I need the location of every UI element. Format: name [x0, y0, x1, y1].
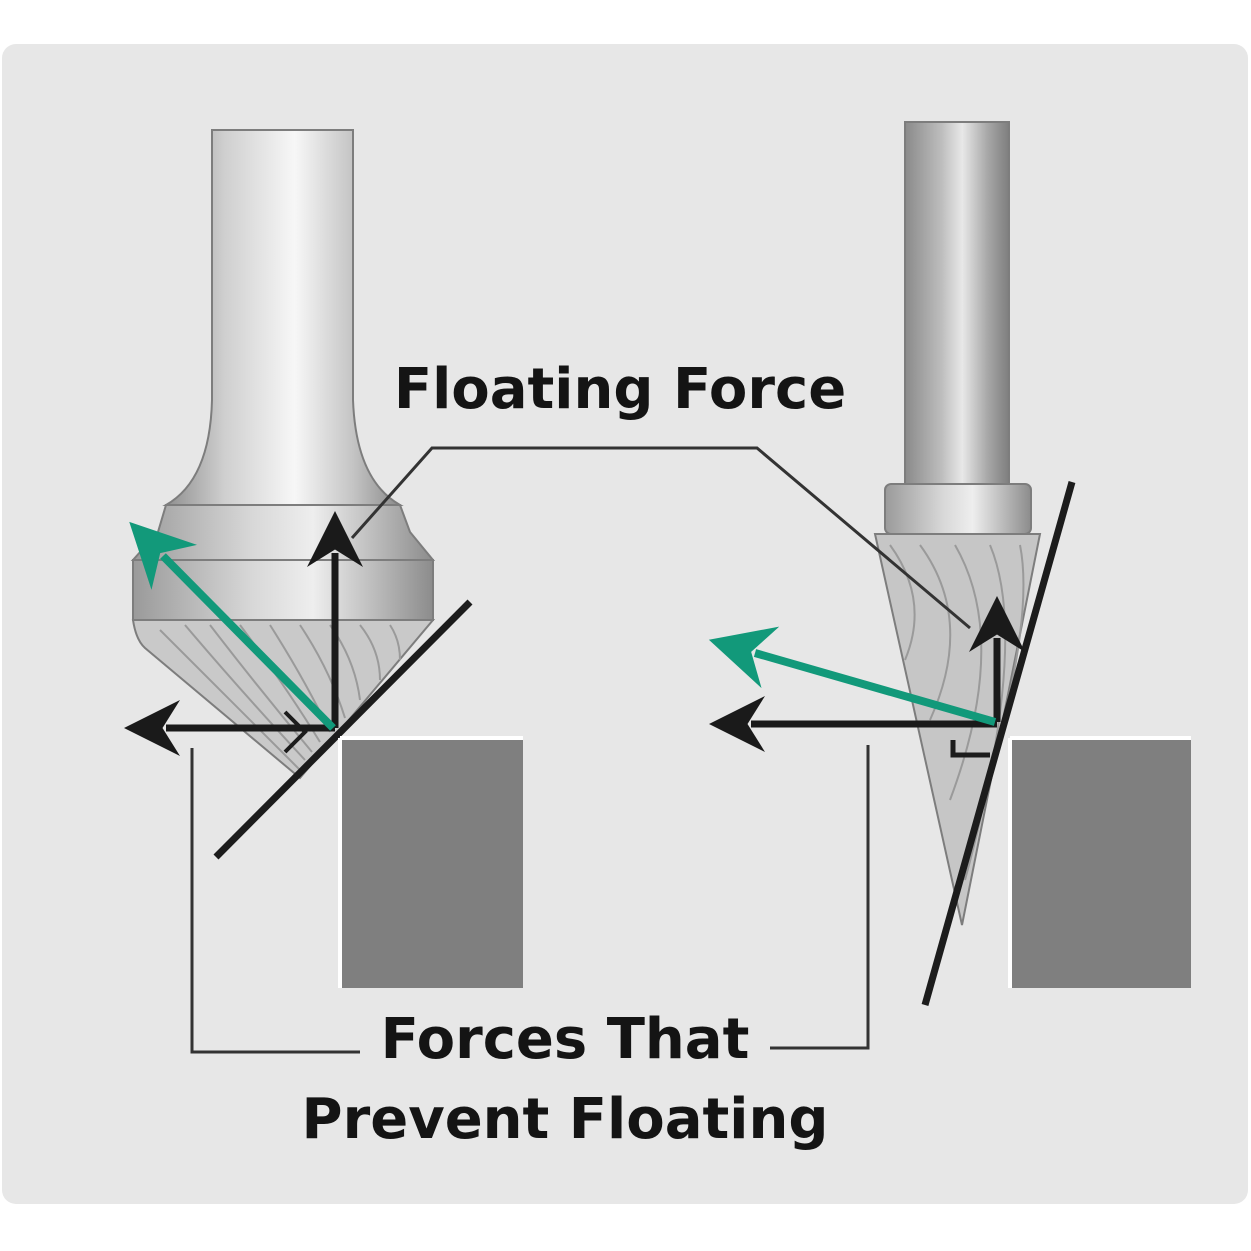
left-preventing-force-leader-line — [190, 748, 360, 1054]
prevent-floating-label-line1: Forces That — [381, 1007, 750, 1072]
left-right-angle-mark — [283, 710, 308, 754]
right-tangent-line — [921, 481, 1076, 1006]
left-tangent-line — [213, 599, 473, 860]
left-burr-cutting-cone — [131, 619, 436, 780]
right-right-angle-mark — [950, 740, 990, 758]
prevent-floating-label-line2: Prevent Floating — [302, 1087, 829, 1152]
left-floating-force-arrow — [129, 521, 336, 731]
floating-force-leader-line — [350, 446, 971, 630]
right-conical-burr — [708, 121, 1076, 1006]
right-burr-shank — [904, 121, 1010, 485]
right-workpiece — [1008, 736, 1191, 988]
left-workpiece — [338, 736, 523, 988]
right-preventing-force-leader-line — [770, 745, 870, 1050]
left-burr-collar — [130, 504, 436, 561]
right-burr-collar — [884, 483, 1032, 535]
floating-force-label: Floating Force — [394, 357, 846, 422]
right-floating-force-arrow — [708, 626, 997, 726]
left-countersink-burr — [124, 129, 473, 860]
